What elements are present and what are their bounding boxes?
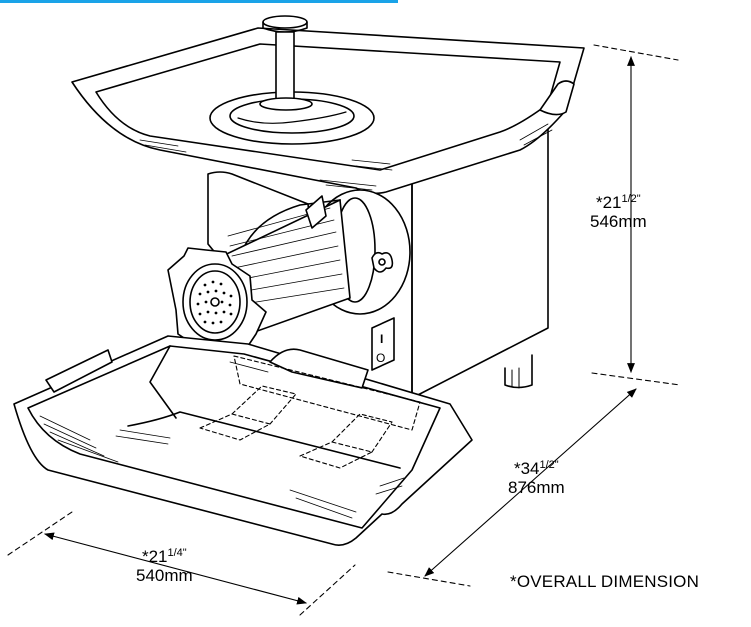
width-imperial: *21 bbox=[141, 547, 168, 566]
depth-label: *341/2" 876mm bbox=[508, 456, 565, 497]
ring-nut bbox=[167, 247, 267, 357]
width-fraction: 1/4" bbox=[167, 547, 187, 559]
catch-pan bbox=[13, 335, 473, 546]
height-fraction: 1/2" bbox=[621, 193, 641, 205]
depth-dimension-arrow bbox=[424, 388, 637, 577]
depth-imperial: *34 bbox=[513, 459, 540, 478]
width-dimension-arrow bbox=[44, 532, 307, 605]
depth-metric: 876mm bbox=[508, 478, 565, 497]
width-metric: 540mm bbox=[136, 566, 193, 585]
dimension-lines bbox=[7, 44, 681, 616]
overall-dimension-note: *OVERALL DIMENSION bbox=[510, 572, 700, 591]
switch-off-symbol: O bbox=[376, 351, 385, 365]
height-label: *211/2" 546mm bbox=[590, 190, 647, 231]
width-label: *211/4" 540mm bbox=[136, 544, 193, 585]
accent-bar bbox=[0, 0, 398, 3]
height-imperial: *21 bbox=[595, 193, 622, 212]
power-switch[interactable] bbox=[371, 317, 395, 371]
hopper-tray bbox=[71, 27, 585, 195]
stomper bbox=[259, 15, 313, 111]
switch-on-symbol: I bbox=[380, 332, 383, 346]
depth-fraction: 1/2" bbox=[539, 459, 559, 471]
height-metric: 546mm bbox=[590, 212, 647, 231]
